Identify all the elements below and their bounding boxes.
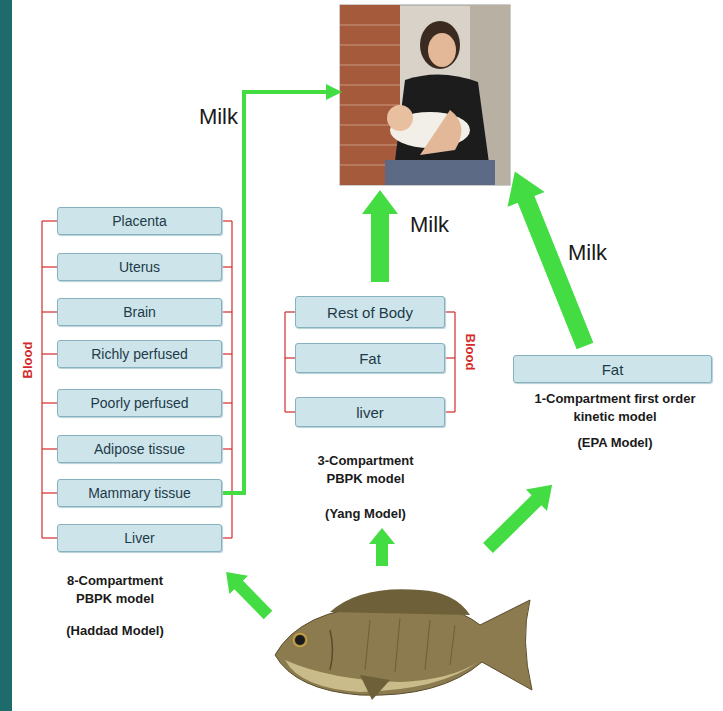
compartment-box: Fat xyxy=(295,343,445,373)
box-label: Richly perfused xyxy=(91,346,188,362)
model-caption: (Yang Model) xyxy=(303,505,428,523)
compartment-box: Fat xyxy=(513,355,712,383)
flow-label: Milk xyxy=(186,104,238,130)
box-label: Rest of Body xyxy=(327,304,413,321)
flow-label: Milk xyxy=(568,240,638,266)
side-strip xyxy=(0,0,12,711)
box-label: Poorly perfused xyxy=(90,395,188,411)
model-caption: 3-Compartment PBPK model xyxy=(303,452,428,487)
mother-photo xyxy=(340,5,510,185)
compartment-box: Brain xyxy=(57,298,222,326)
blood-label: Blood xyxy=(463,334,478,371)
fish-illustration xyxy=(275,589,532,700)
compartment-box: Adipose tissue xyxy=(57,435,222,463)
compartment-box: liver xyxy=(295,397,445,427)
box-label: Liver xyxy=(124,530,154,546)
model-caption: 8-Compartment PBPK model xyxy=(50,572,180,607)
model-caption: (EPA Model) xyxy=(520,434,710,452)
flow-label: Milk xyxy=(410,212,480,238)
model-caption: 1-Compartment first order kinetic model xyxy=(520,390,710,425)
box-label: Brain xyxy=(123,304,156,320)
box-label: Fat xyxy=(359,350,381,367)
blood-label: Blood xyxy=(20,342,35,379)
box-label: Uterus xyxy=(119,259,160,275)
compartment-box: Placenta xyxy=(57,207,222,235)
compartment-box: Rest of Body xyxy=(295,296,445,328)
compartment-box: Uterus xyxy=(57,253,222,281)
box-label: Mammary tissue xyxy=(88,485,191,501)
model-caption: (Haddad Model) xyxy=(50,622,180,640)
box-label: liver xyxy=(356,404,384,421)
box-label: Adipose tissue xyxy=(94,441,185,457)
compartment-box: Liver xyxy=(57,524,222,552)
box-label: Fat xyxy=(602,361,624,378)
blood-bracket xyxy=(42,221,455,538)
box-label: Placenta xyxy=(112,213,166,229)
compartment-box: Poorly perfused xyxy=(57,389,222,417)
compartment-box: Richly perfused xyxy=(57,340,222,368)
compartment-box: Mammary tissue xyxy=(57,479,222,507)
